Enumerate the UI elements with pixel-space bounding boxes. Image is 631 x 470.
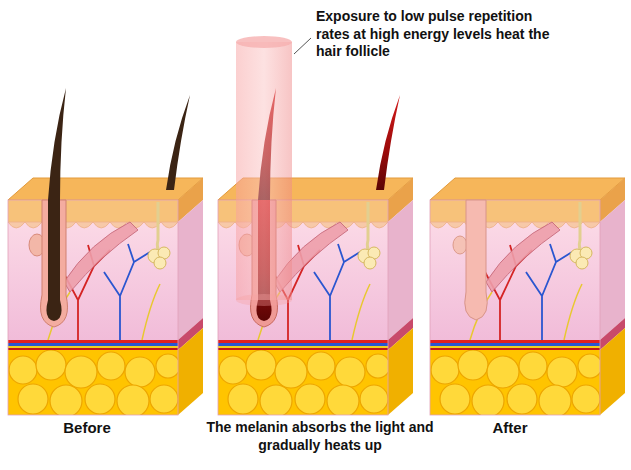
hair-follicle	[41, 200, 68, 327]
stage-caption: Before	[27, 419, 147, 438]
hair-shaft	[48, 88, 66, 200]
sebaceous-gland	[453, 236, 467, 254]
skin-block	[8, 178, 203, 417]
callout-note: Exposure to low pulse repetition rates a…	[316, 8, 556, 61]
laser-beam	[236, 36, 292, 306]
skin-block-before	[8, 88, 203, 417]
beam-body	[236, 42, 292, 300]
beam-end	[236, 294, 292, 306]
beam-top	[236, 36, 292, 48]
hair-shaft	[166, 95, 190, 190]
skin-block	[430, 178, 625, 417]
skin-block-after	[430, 178, 625, 417]
stage-caption: After	[450, 419, 570, 438]
hair-root	[46, 200, 61, 321]
hair-shaft	[376, 95, 400, 190]
empty-follicle	[465, 200, 488, 320]
leader-line	[294, 38, 311, 54]
stage-caption: The melanin absorbs the light and gradua…	[200, 419, 440, 454]
